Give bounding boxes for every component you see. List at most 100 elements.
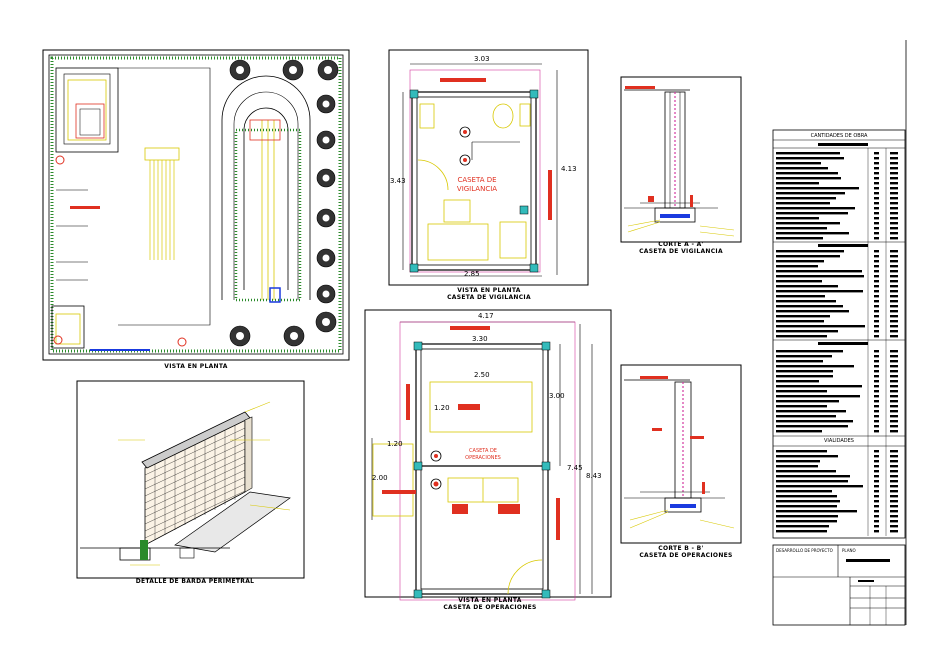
table-row <box>776 490 832 493</box>
table-qty <box>890 182 898 185</box>
table-unit <box>874 315 879 318</box>
site-plan-caption: VISTA EN PLANTA <box>164 363 228 370</box>
table-unit <box>874 450 879 453</box>
table-qty <box>890 525 898 528</box>
guard-plan-caption-2: CASETA DE VIGILANCIA <box>447 294 531 301</box>
table-row <box>776 385 862 388</box>
table-qty <box>890 370 898 373</box>
dim-ops-right-a: 3.00 <box>549 392 565 400</box>
dim-ops-right-c: 8.43 <box>586 472 602 480</box>
table-unit <box>874 405 879 408</box>
table-row <box>776 182 819 185</box>
table-qty <box>890 177 898 180</box>
section-a-caption-2: CASETA DE VIGILANCIA <box>639 248 723 255</box>
ops-plan-caption-2: CASETA DE OPERACIONES <box>443 604 537 611</box>
table-unit <box>874 470 879 473</box>
table-row <box>776 260 824 263</box>
table-row <box>776 152 840 155</box>
table-qty <box>890 480 898 483</box>
table-unit <box>874 192 879 195</box>
dim-guard-top: 3.03 <box>474 55 490 63</box>
table-unit <box>874 410 879 413</box>
table-unit <box>874 495 879 498</box>
section-b-caption-1: CORTE B - B' <box>658 545 704 552</box>
table-qty <box>890 260 898 263</box>
table-row <box>776 177 841 180</box>
table-row <box>776 530 827 533</box>
guard-house-plan <box>388 49 589 286</box>
table-row <box>776 365 854 368</box>
title-block <box>772 544 906 626</box>
table-row <box>776 450 827 453</box>
table-qty <box>890 475 898 478</box>
table-qty <box>890 232 898 235</box>
table-unit <box>874 420 879 423</box>
table-qty <box>890 290 898 293</box>
table-row <box>776 370 833 373</box>
table-row <box>776 305 843 308</box>
table-row <box>776 405 827 408</box>
table-unit <box>874 350 879 353</box>
table-qty <box>890 420 898 423</box>
table-qty <box>890 265 898 268</box>
table-unit <box>874 515 879 518</box>
table-qty <box>890 355 898 358</box>
table-unit <box>874 520 879 523</box>
table-qty <box>890 430 898 433</box>
table-unit <box>874 395 879 398</box>
dim-ops-top-inner: 3.30 <box>472 335 488 343</box>
table-qty <box>890 425 898 428</box>
table-unit <box>874 300 879 303</box>
table-row <box>776 285 838 288</box>
table-row <box>776 270 862 273</box>
table-unit <box>874 187 879 190</box>
table-row <box>776 510 857 513</box>
dim-guard-right: 4.13 <box>561 165 577 173</box>
table-unit <box>874 380 879 383</box>
table-row <box>776 167 828 170</box>
table-qty <box>890 212 898 215</box>
table-row <box>776 465 818 468</box>
table-row <box>776 222 840 225</box>
table-qty <box>890 325 898 328</box>
wall-detail-caption: DETALLE DE BARDA PERIMETRAL <box>135 578 255 585</box>
table-qty <box>890 405 898 408</box>
table-unit <box>874 202 879 205</box>
table-row <box>776 255 840 258</box>
ops-plan-caption-1: VISTA EN PLANTA <box>458 597 522 604</box>
table-qty <box>890 375 898 378</box>
table-unit <box>874 182 879 185</box>
table-unit <box>874 295 879 298</box>
table-qty <box>890 335 898 338</box>
table-qty <box>890 455 898 458</box>
table-row <box>776 500 840 503</box>
table-row <box>776 520 837 523</box>
table-unit <box>874 415 879 418</box>
table-row <box>776 415 836 418</box>
table-row <box>776 275 864 278</box>
table-row <box>776 192 845 195</box>
table-unit <box>874 480 879 483</box>
table-row <box>776 380 819 383</box>
dim-guard-left: 3.43 <box>390 177 406 185</box>
table-unit <box>874 157 879 160</box>
table-row <box>776 430 822 433</box>
table-unit <box>874 500 879 503</box>
table-row <box>776 265 818 268</box>
table-qty <box>890 490 898 493</box>
ops-room-label-2: OPERACIONES <box>465 455 501 461</box>
table-qty <box>890 465 898 468</box>
table-row <box>776 310 849 313</box>
table-unit <box>874 250 879 253</box>
table-row <box>776 330 838 333</box>
table-row <box>776 395 860 398</box>
table-qty <box>890 192 898 195</box>
table-row <box>776 390 827 393</box>
table-qty <box>890 310 898 313</box>
table-row <box>776 280 822 283</box>
table-qty <box>890 385 898 388</box>
table-unit <box>874 217 879 220</box>
table-unit <box>874 400 879 403</box>
table-unit <box>874 232 879 235</box>
table-row <box>776 237 823 240</box>
